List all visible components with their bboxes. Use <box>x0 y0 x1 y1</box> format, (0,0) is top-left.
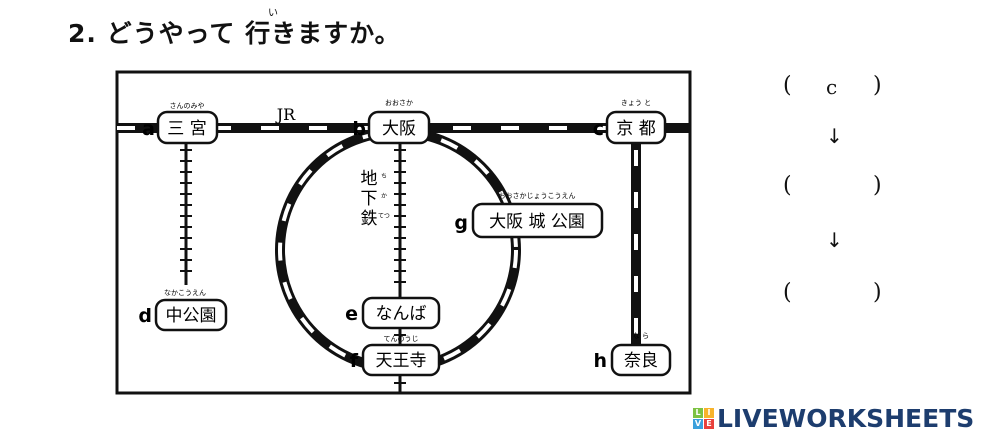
station-box-b <box>367 110 431 145</box>
station-box-h <box>610 343 672 377</box>
arrow-down-icon: ↓ <box>826 124 843 148</box>
station-box-f <box>361 343 441 377</box>
letter-f: f <box>350 350 359 372</box>
answer-field-3[interactable] <box>826 282 856 306</box>
question-number: 2. <box>68 19 97 48</box>
letter-c: c <box>593 118 604 140</box>
letter-h: h <box>593 350 607 372</box>
station-box-d <box>154 298 228 332</box>
answer-field-1[interactable]: c <box>826 75 838 99</box>
title-furigana: い <box>268 8 278 19</box>
svg-text:下: 下 <box>361 189 378 209</box>
furigana-d: なかこうえん <box>164 289 206 297</box>
answer-open-3: ( <box>783 280 792 305</box>
svg-text:ち: ち <box>381 173 387 180</box>
furigana-b: おおさか <box>385 99 413 107</box>
answer-close-2: ) <box>873 173 882 198</box>
station-name-c: 京 都 <box>616 119 655 139</box>
furigana-f: てんのうじ <box>384 335 419 343</box>
furigana-a: さんのみや <box>170 102 205 110</box>
station-name-g: 大阪 城 公園 <box>489 212 585 232</box>
svg-text:か: か <box>381 193 387 200</box>
question-title: 2. どうやって 行きますか。 <box>68 14 401 50</box>
station-name-f: 天王寺 <box>376 351 427 371</box>
answer-open-1: ( <box>783 73 792 98</box>
furigana-c: きょう と <box>621 99 651 107</box>
station-name-e: なんば <box>376 304 427 324</box>
station-box-e <box>361 296 441 330</box>
station-name-b: 大阪 <box>382 119 416 139</box>
svg-text:てつ: てつ <box>378 213 390 220</box>
map-frame <box>115 70 692 395</box>
question-text: どうやって 行きますか。 <box>106 19 401 48</box>
letter-d: d <box>138 305 152 327</box>
subway-label: 地 下 鉄 <box>361 169 378 229</box>
jr-label: JR <box>275 105 296 124</box>
furigana-g: おおさかじょうこうえん <box>499 192 576 200</box>
subway-ties <box>180 149 406 384</box>
letter-b: b <box>352 118 366 140</box>
letter-e: e <box>345 303 358 325</box>
answer-close-3: ) <box>873 280 882 305</box>
furigana-h: な ら <box>633 332 649 340</box>
svg-text:鉄: 鉄 <box>361 209 378 229</box>
letter-g: g <box>454 212 468 234</box>
logo-text: LIVEWORKSHEETS <box>717 404 975 433</box>
svg-text:地: 地 <box>361 169 378 189</box>
station-box-c <box>605 110 667 145</box>
station-name-a: 三 宮 <box>167 119 206 139</box>
station-box-a <box>156 110 219 145</box>
answer-close-1: ) <box>873 73 882 98</box>
letter-a: a <box>142 118 155 140</box>
station-box-g <box>471 202 604 239</box>
answer-field-2[interactable] <box>826 175 856 199</box>
subway-furigana: ち か てつ <box>378 173 390 220</box>
answer-open-2: ( <box>783 173 792 198</box>
arrow-down-icon: ↓ <box>826 228 843 252</box>
station-name-d: 中公園 <box>166 306 217 326</box>
station-name-h: 奈良 <box>624 351 658 371</box>
